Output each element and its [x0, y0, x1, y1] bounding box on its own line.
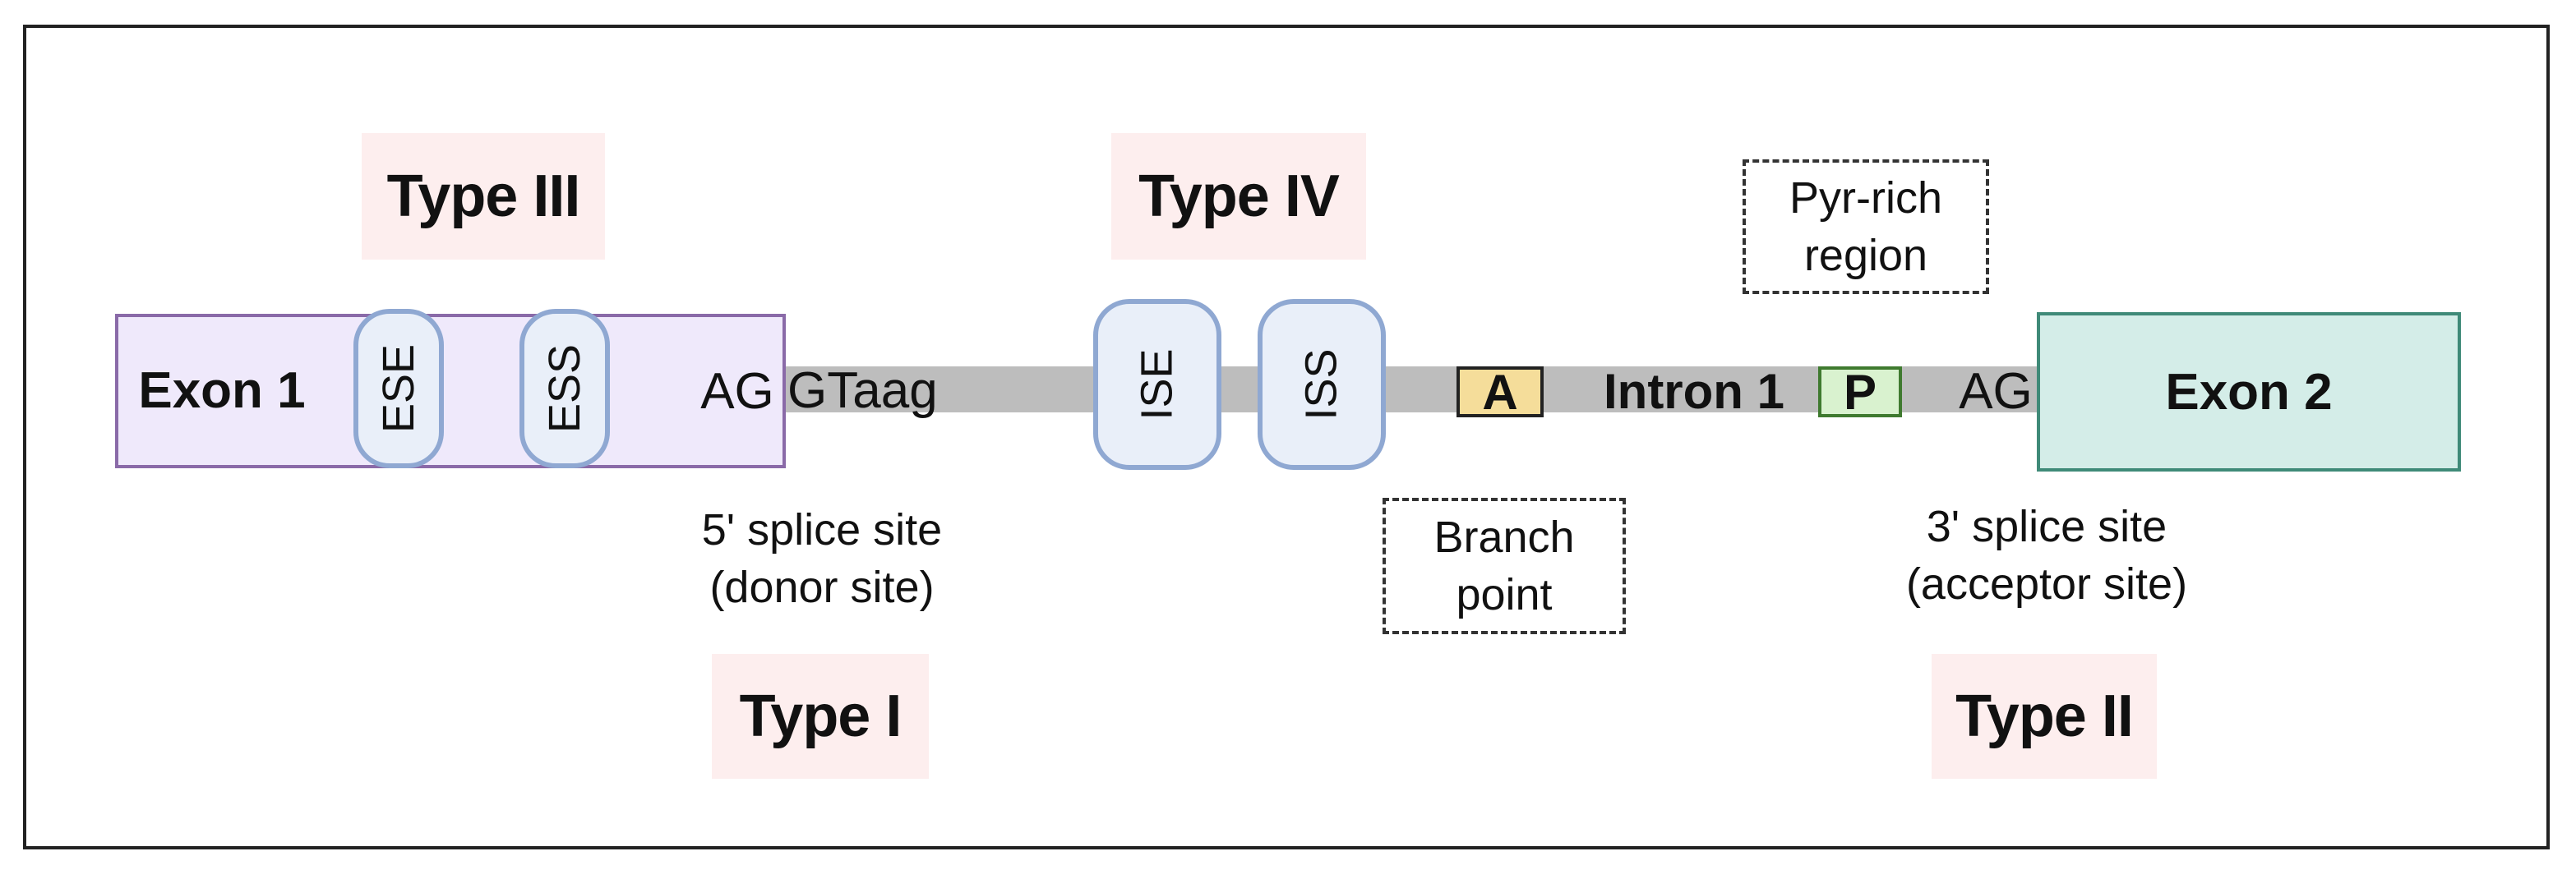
type-i-label: Type I [712, 654, 929, 779]
iss-element: ISS [1258, 299, 1386, 470]
exon-1-label: Exon 1 [138, 361, 306, 419]
pyr-rich-region-box: Pyr-rich region [1743, 159, 1989, 294]
ese-label: ESE [374, 343, 423, 434]
pyr-caption-line-2: region [1803, 231, 1928, 280]
pyr-caption-line-1: Pyr-rich [1789, 173, 1942, 223]
branch-point-a-box: A [1457, 365, 1544, 420]
branch-point-box: Branch point [1383, 498, 1626, 634]
ess-element: ESS [519, 309, 610, 468]
pyr-rich-p-box: P [1818, 365, 1902, 420]
branch-caption-line-2: point [1456, 570, 1553, 619]
iss-label: ISS [1296, 348, 1346, 421]
type-iv-label: Type IV [1111, 133, 1366, 260]
donor-caption-line-2: (donor site) [709, 563, 935, 612]
diagram-frame [23, 25, 2550, 849]
ise-element: ISE [1093, 299, 1221, 470]
exon-2-label: Exon 2 [2165, 363, 2333, 421]
ese-element: ESE [353, 309, 444, 468]
branch-caption-line-1: Branch [1433, 513, 1575, 562]
acceptor-caption-line-2: (acceptor site) [1905, 559, 2188, 609]
type-ii-label: Type II [1932, 654, 2157, 779]
acceptor-caption-line-1: 3' splice site [1926, 502, 2167, 551]
donor-site-caption: 5' splice site (donor site) [649, 501, 995, 616]
ess-label: ESS [540, 343, 589, 434]
ise-label: ISE [1132, 348, 1182, 421]
donor-caption-line-1: 5' splice site [701, 505, 943, 555]
exon-2-box: Exon 2 [2037, 312, 2461, 472]
exon-1-end-seq: AG [700, 362, 774, 420]
intron-1-label: Intron 1 [1604, 363, 1784, 419]
acceptor-sequence: AG [1959, 362, 2033, 420]
type-iii-label: Type III [362, 133, 605, 260]
exon-1-box [115, 314, 786, 468]
donor-sequence: GTaag [787, 362, 938, 419]
acceptor-site-caption: 3' splice site (acceptor site) [1866, 498, 2227, 613]
